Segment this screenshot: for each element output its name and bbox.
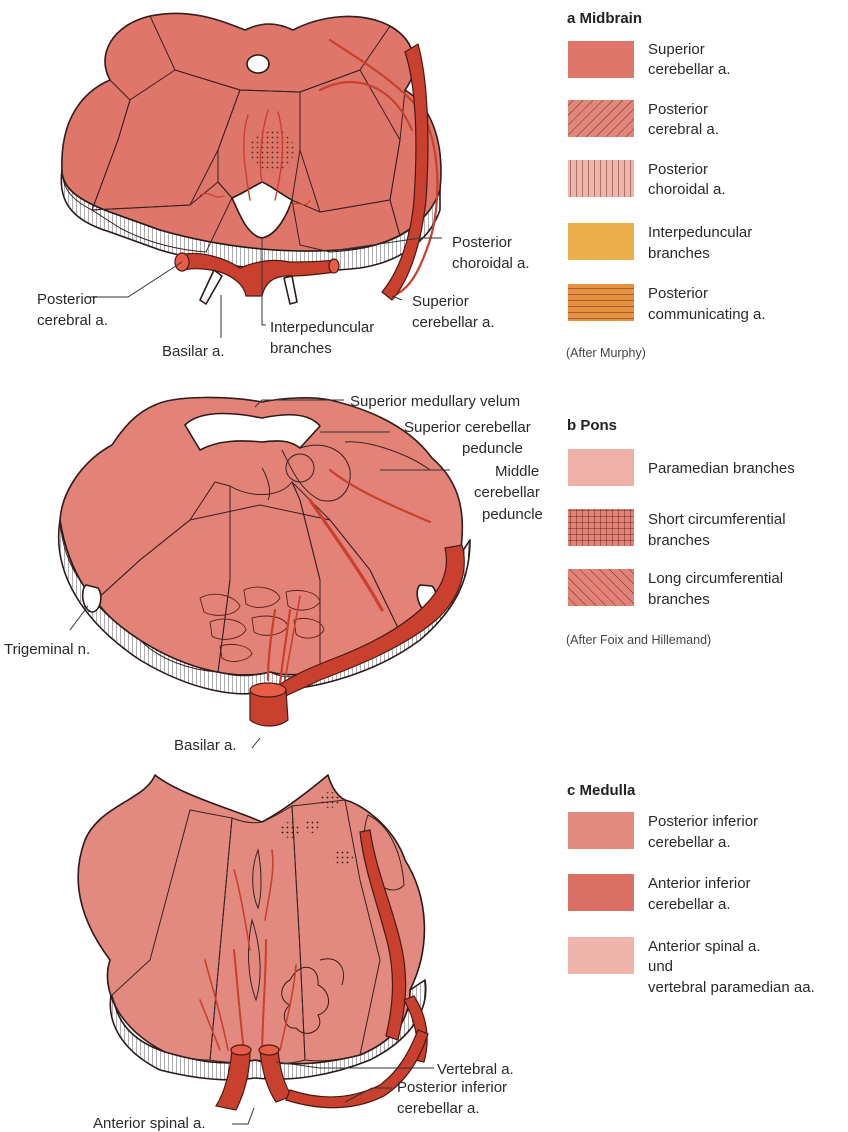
label-superior-cerebellar-2: cerebellar a. [412, 314, 495, 331]
legend-swatch-interpeduncular [568, 223, 634, 260]
pons-credit: (After Foix and Hillemand) [566, 633, 711, 647]
legend-swatch-long-circ [568, 569, 634, 606]
legend-swatch-sup-cerebellar [568, 41, 634, 78]
legend-swatch-post-cerebral [568, 100, 634, 137]
label-superior-cerebellar-1: Superior [412, 293, 469, 310]
legend-med-1-l1: Posterior inferior [648, 813, 758, 830]
pons-legend: b Pons Paramedian branches Short circumf… [566, 417, 795, 647]
trigeminal-nerve [83, 585, 101, 612]
label-basilar-pons: Basilar a. [174, 737, 237, 754]
midbrain-legend: a Midbrain Superior cerebellar a. Poster… [566, 10, 766, 360]
label-interpeduncular-2: branches [270, 340, 332, 357]
midbrain-credit: (After Murphy) [566, 346, 646, 360]
medulla-illustration [78, 775, 428, 1110]
label-anterior-spinal: Anterior spinal a. [93, 1115, 206, 1132]
label-posterior-cerebral-2: cerebral a. [37, 312, 108, 329]
label-posterior-cerebral-1: Posterior [37, 291, 97, 308]
pons-illustration [59, 397, 470, 726]
label-mid-cb-peduncle-1: Middle [495, 463, 539, 480]
label-interpeduncular-1: Interpeduncular [270, 319, 374, 336]
legend-med-3-l1: Anterior spinal a. [648, 938, 761, 955]
label-sup-cb-peduncle-1: Superior cerebellar [404, 419, 531, 436]
label-trigeminal: Trigeminal n. [4, 641, 90, 658]
legend-pons-3-l2: branches [648, 591, 710, 608]
legend-mb-2-l2: cerebral a. [648, 121, 719, 138]
label-mid-cb-peduncle-2: cerebellar [474, 484, 540, 501]
legend-mb-4-l1: Interpeduncular [648, 224, 752, 241]
midbrain-dots-region [250, 128, 294, 172]
legend-med-3-l2: und [648, 958, 673, 975]
legend-mb-5-l2: communicating a. [648, 306, 766, 323]
legend-mb-2-l1: Posterior [648, 101, 708, 118]
label-sup-med-velum: Superior medullary velum [350, 393, 520, 410]
legend-pons-2-l2: branches [648, 532, 710, 549]
label-basilar-midbrain: Basilar a. [162, 343, 225, 360]
legend-swatch-short-circ [568, 509, 634, 546]
legend-mb-1-l2: cerebellar a. [648, 61, 731, 78]
medulla-legend: c Medulla Posterior inferior cerebellar … [567, 782, 815, 996]
legend-mb-5-l1: Posterior [648, 285, 708, 302]
legend-swatch-post-communicating [568, 284, 634, 321]
label-pica-2: cerebellar a. [397, 1100, 480, 1117]
legend-swatch-pica [568, 812, 634, 849]
legend-swatch-ant-spinal [568, 937, 634, 974]
label-pica-1: Posterior inferior [397, 1079, 507, 1096]
legend-mb-4-l2: branches [648, 245, 710, 262]
label-posterior-choroidal-1: Posterior [452, 234, 512, 251]
legend-pons-3-l1: Long circumferential [648, 570, 783, 587]
legend-pons-2-l1: Short circumferential [648, 511, 786, 528]
pons-heading: b Pons [567, 417, 617, 434]
legend-mb-1-l1: Superior [648, 41, 705, 58]
legend-mb-3-l1: Posterior [648, 161, 708, 178]
legend-swatch-aica [568, 874, 634, 911]
medulla-heading: c Medulla [567, 782, 636, 799]
cerebral-aqueduct [247, 55, 269, 73]
medulla-outline [78, 775, 424, 1064]
legend-med-3-l3: vertebral paramedian aa. [648, 979, 815, 996]
label-sup-cb-peduncle-2: peduncle [462, 440, 523, 457]
midbrain-heading: a Midbrain [567, 10, 642, 27]
legend-med-1-l2: cerebellar a. [648, 834, 731, 851]
legend-med-2-l2: cerebellar a. [648, 896, 731, 913]
label-posterior-choroidal-2: choroidal a. [452, 255, 530, 272]
legend-pons-1-l1: Paramedian branches [648, 460, 795, 477]
midbrain-illustration [61, 13, 441, 304]
legend-mb-3-l2: choroidal a. [648, 181, 726, 198]
legend-swatch-paramedian [568, 449, 634, 486]
legend-swatch-post-choroidal [568, 160, 634, 197]
label-mid-cb-peduncle-3: peduncle [482, 506, 543, 523]
label-vertebral: Vertebral a. [437, 1061, 514, 1078]
legend-med-2-l1: Anterior inferior [648, 875, 751, 892]
